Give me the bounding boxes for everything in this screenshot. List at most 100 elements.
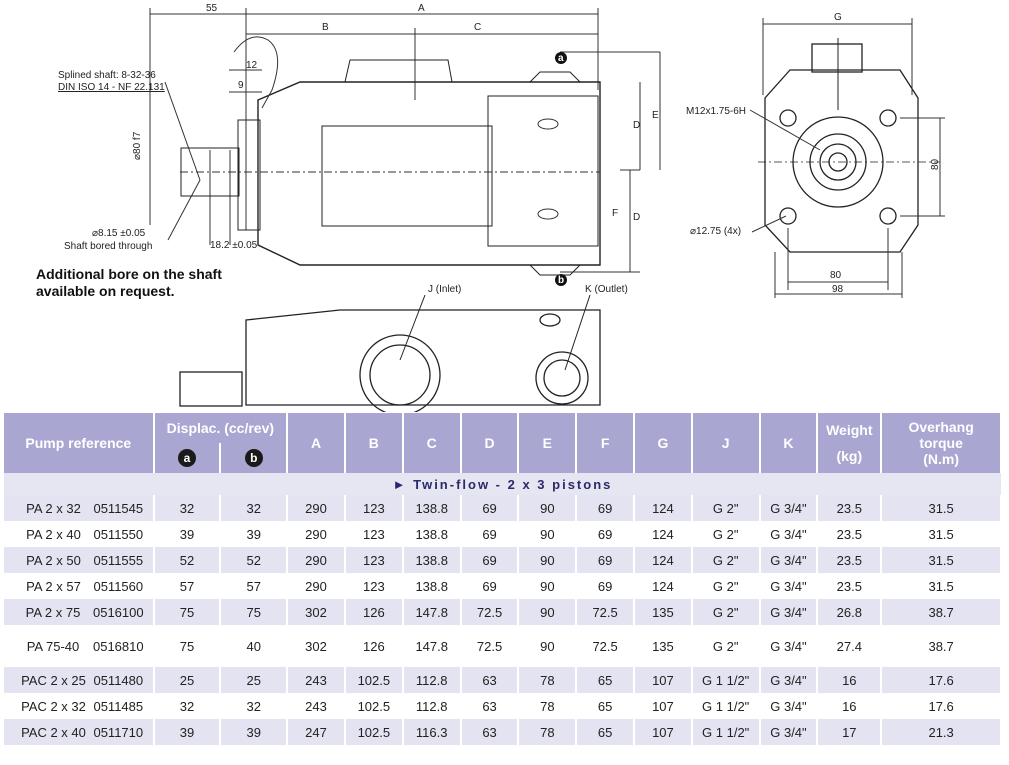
cell-d: 69 <box>460 495 520 521</box>
cell-weight: 23.5 <box>817 547 883 573</box>
cell-d: 72.5 <box>460 633 520 659</box>
cell-torque: 38.7 <box>881 633 1002 659</box>
row-spacer-cell <box>4 659 1001 667</box>
dim-D-lower: D <box>633 212 641 223</box>
cell-d: 69 <box>460 521 520 547</box>
cell-code: 0511550 <box>93 526 144 542</box>
cell-a: 32 <box>153 495 222 521</box>
cell-b: 123 <box>344 495 404 521</box>
cell-model: PA 2 x 50 <box>26 552 81 568</box>
cell-b: 123 <box>344 547 404 573</box>
cell-f: 65 <box>576 667 636 693</box>
note-line-1: Additional bore on the shaft <box>36 266 222 282</box>
header-overhang-line2: torque <box>919 435 963 451</box>
cell-e: 90 <box>518 547 578 573</box>
header-K: K <box>759 413 819 473</box>
cell-code: 0511480 <box>93 672 144 688</box>
cell-b: 126 <box>344 599 404 625</box>
cell-c: 147.8 <box>402 633 462 659</box>
cell-j: G 1 1/2" <box>691 693 761 719</box>
header-D: D <box>460 413 520 473</box>
note-line-2: available on request. <box>36 283 175 299</box>
cell-code: 0511555 <box>93 552 144 568</box>
cell-j: G 2" <box>691 573 761 599</box>
cell-c: 116.3 <box>402 719 462 745</box>
cell-b: 25 <box>220 667 289 693</box>
cell-a: 302 <box>287 633 346 659</box>
cell-weight: 27.4 <box>817 633 883 659</box>
cell-code: 0511560 <box>93 578 144 594</box>
cell-a: 75 <box>153 599 222 625</box>
port-b-badge: b <box>244 449 263 467</box>
header-E: E <box>518 413 578 473</box>
cell-torque: 17.6 <box>881 693 1002 719</box>
cell-a: 52 <box>153 547 222 573</box>
port-a-label: a <box>558 53 564 64</box>
cell-f: 69 <box>576 573 636 599</box>
header-G: G <box>634 413 693 473</box>
dim-9: 9 <box>238 80 244 91</box>
dim-C: C <box>474 22 482 33</box>
header-B: B <box>344 413 404 473</box>
cell-f: 65 <box>576 719 636 745</box>
cell-model: PA 2 x 57 <box>26 578 81 594</box>
cell-model: PA 2 x 32 <box>26 500 81 516</box>
dim-A: A <box>418 3 425 14</box>
cell-code: 0511485 <box>93 698 144 714</box>
cell-weight: 23.5 <box>817 521 883 547</box>
dim-98: 98 <box>832 284 844 295</box>
header-F: F <box>576 413 636 473</box>
cell-k: G 3/4" <box>759 521 819 547</box>
header-port-b: b <box>220 443 289 473</box>
header-overhang-line3: (N.m) <box>923 451 960 467</box>
cell-g: 107 <box>634 719 693 745</box>
header-C: C <box>402 413 462 473</box>
cell-b: 102.5 <box>344 719 404 745</box>
cell-b: 75 <box>220 599 289 625</box>
cell-e: 78 <box>518 693 578 719</box>
dim-55: 55 <box>206 3 218 14</box>
cell-j: G 2" <box>691 599 761 625</box>
cell-e: 90 <box>518 521 578 547</box>
cell-a: 290 <box>287 547 346 573</box>
cell-weight: 17 <box>817 719 883 745</box>
cell-b: 123 <box>344 521 404 547</box>
cell-d: 69 <box>460 547 520 573</box>
cell-torque: 31.5 <box>881 521 1002 547</box>
row-spacer <box>4 625 1001 633</box>
cell-a: 290 <box>287 495 346 521</box>
cell-a: 243 <box>287 667 346 693</box>
cell-k: G 3/4" <box>759 693 819 719</box>
cell-b: 39 <box>220 719 289 745</box>
cell-model: PA 75-40 <box>26 638 80 654</box>
cell-e: 90 <box>518 633 578 659</box>
cell-torque: 31.5 <box>881 547 1002 573</box>
port-b-label: b <box>558 275 565 286</box>
cell-g: 107 <box>634 693 693 719</box>
cell-c: 112.8 <box>402 667 462 693</box>
header-A: A <box>287 413 346 473</box>
cell-weight: 16 <box>817 667 883 693</box>
shaft-bored-label: Shaft bored through <box>64 241 153 252</box>
cell-d: 63 <box>460 693 520 719</box>
dim-D-upper: D <box>633 120 641 131</box>
cell-k: G 3/4" <box>759 667 819 693</box>
cell-model: PAC 2 x 25 <box>21 672 86 688</box>
cell-model: PA 2 x 75 <box>25 604 81 620</box>
splined-shaft-standard: DIN ISO 14 - NF 22.131 <box>58 82 165 93</box>
cell-b: 126 <box>344 633 404 659</box>
cell-a: 25 <box>153 667 222 693</box>
cell-j: G 2" <box>691 521 761 547</box>
cell-j: G 2" <box>691 495 761 521</box>
cell-torque: 17.6 <box>881 667 1002 693</box>
dim-12: 12 <box>246 60 258 71</box>
